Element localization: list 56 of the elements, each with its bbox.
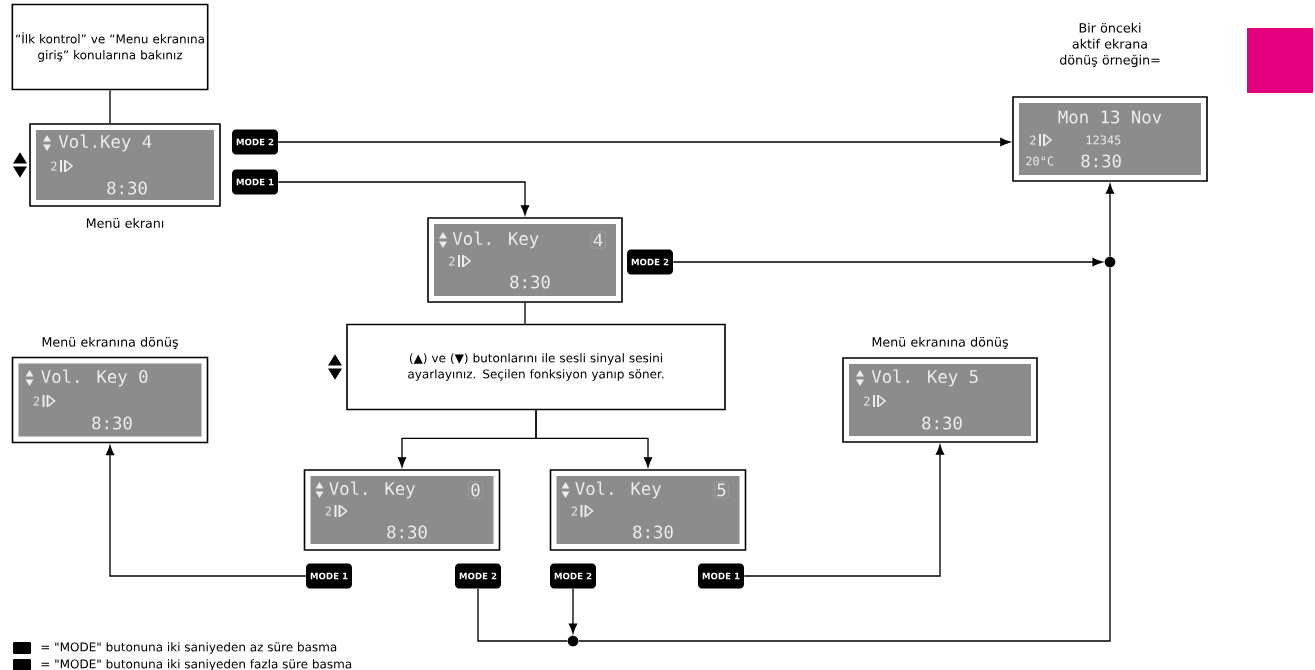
display-text: 2 bbox=[571, 506, 577, 516]
lcd-screen bbox=[1012, 96, 1208, 182]
node-label: Menü ekranına dönüş bbox=[42, 336, 178, 350]
display-text: 2 bbox=[864, 396, 870, 406]
lcd-screen bbox=[11, 356, 209, 444]
display-text: 8:30 bbox=[387, 525, 427, 539]
display-text: 2 bbox=[51, 161, 57, 171]
mode-badge: MODE 2 bbox=[455, 563, 501, 589]
note-box: (▲) ve (▼) butonlarını ile sesli sinyal sesini ayarlayınız. Seçilen fonksiyon yanıp söner. bbox=[346, 323, 726, 411]
node-label: Bir önceki aktif ekrana dönüş örneğin= bbox=[1060, 22, 1160, 68]
lcd-screen bbox=[29, 123, 221, 207]
arrow bbox=[672, 257, 1103, 267]
arrow bbox=[277, 137, 1011, 147]
display-text: Vol. Key bbox=[452, 231, 539, 249]
lcd-screen bbox=[427, 217, 623, 303]
mode-badge: MODE 1 bbox=[232, 169, 278, 195]
display-text: 8:30 bbox=[107, 181, 147, 195]
legend-text: = "MODE" butonuna iki saniyeden fazla süre basma bbox=[41, 659, 352, 670]
display-text: Mon 13 Nov bbox=[1058, 110, 1162, 124]
mode-badge: MODE 2 bbox=[550, 563, 596, 589]
arrow bbox=[277, 181, 530, 216]
lcd-screen bbox=[549, 469, 747, 551]
mode-badge: MODE 1 bbox=[306, 563, 352, 589]
node-label: Menü ekranına dönüş bbox=[872, 336, 1008, 350]
display-text: 2 bbox=[449, 256, 455, 266]
display-text: Vol. Key 0 bbox=[41, 369, 148, 387]
display-text: Vol. Key 5 bbox=[871, 369, 978, 387]
display-text: Vol. Key bbox=[575, 481, 662, 499]
display-text: 12345 bbox=[1086, 135, 1121, 145]
display-text: 8:30 bbox=[633, 525, 673, 539]
note-box: “İlk kontrol” ve “Menu ekranına giriş” konularına bakınız bbox=[11, 3, 209, 91]
node-label: Menü ekranı bbox=[86, 218, 164, 228]
display-text: 0 bbox=[471, 483, 480, 497]
mode-badge: MODE 1 bbox=[698, 563, 744, 589]
legend-text: = "MODE" butonuna iki saniyeden az süre basma bbox=[41, 642, 337, 654]
arrow bbox=[743, 444, 945, 577]
display-text: 8:30 bbox=[1081, 154, 1121, 168]
display-text: 8:30 bbox=[92, 416, 132, 430]
mode-badge: MODE 2 bbox=[627, 249, 673, 275]
display-text: Vol.Key 4 bbox=[58, 134, 152, 152]
display-text: 20°C bbox=[1026, 156, 1054, 166]
lcd-screen bbox=[303, 469, 501, 551]
lcd-screen bbox=[842, 357, 1038, 443]
arrow bbox=[105, 445, 307, 577]
display-text: 2 bbox=[1030, 135, 1036, 145]
arrow bbox=[1105, 183, 1115, 258]
display-text: 5 bbox=[717, 483, 726, 497]
display-text: 2 bbox=[33, 396, 39, 406]
arrow bbox=[535, 409, 653, 468]
display-text: Vol. Key bbox=[329, 481, 416, 499]
display-text: 8:30 bbox=[510, 275, 550, 289]
display-text: 2 bbox=[325, 506, 331, 516]
arrow bbox=[568, 588, 578, 634]
display-text: 4 bbox=[593, 233, 603, 247]
mode-badge: MODE 2 bbox=[232, 129, 278, 155]
display-text: 8:30 bbox=[922, 416, 962, 430]
